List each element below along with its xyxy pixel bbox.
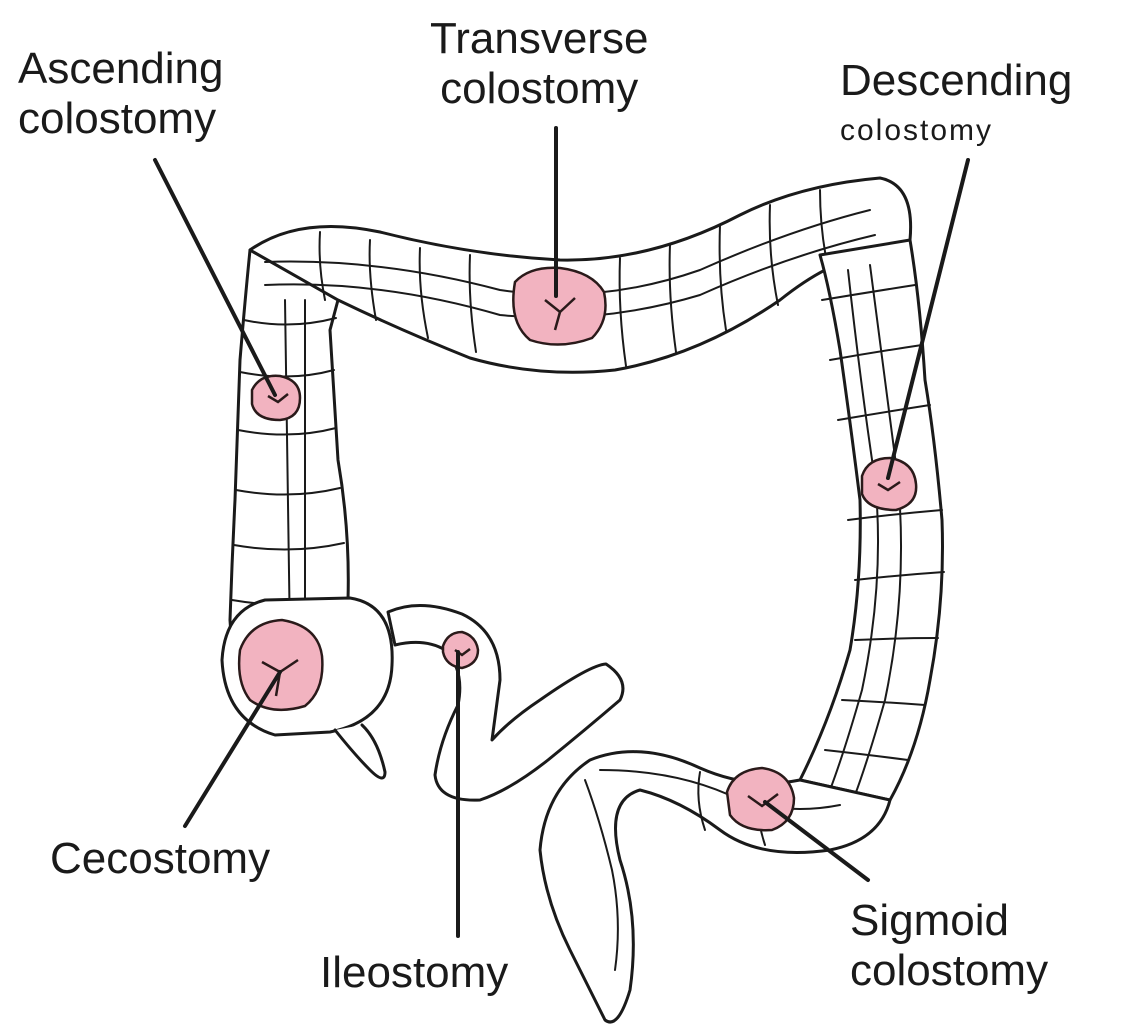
label-transverse-line1: Transverse bbox=[430, 14, 648, 64]
label-ascending-line2: colostomy bbox=[18, 94, 223, 144]
sigmoid-stoma bbox=[727, 768, 794, 830]
ascending-colon bbox=[230, 250, 348, 650]
ascending-stoma bbox=[252, 376, 300, 420]
label-descending-line1: Descending bbox=[840, 56, 1072, 106]
label-sigmoid-colostomy: Sigmoid colostomy bbox=[850, 896, 1048, 996]
label-ascending-line1: Ascending bbox=[18, 44, 223, 94]
sigmoid-colon bbox=[540, 752, 890, 1022]
label-cecostomy: Cecostomy bbox=[50, 834, 270, 884]
descending-colon bbox=[800, 240, 944, 800]
label-ileostomy: Ileostomy bbox=[320, 948, 508, 998]
label-transverse-colostomy: Transverse colostomy bbox=[430, 14, 648, 114]
cecum-stoma bbox=[239, 620, 322, 710]
transverse-stoma bbox=[513, 268, 605, 345]
label-descending-line2: colostomy bbox=[840, 106, 1072, 156]
ileum-stoma bbox=[443, 632, 478, 668]
label-transverse-line2: colostomy bbox=[430, 64, 648, 114]
label-descending-colostomy: Descending colostomy bbox=[840, 56, 1072, 156]
label-ascending-colostomy: Ascending colostomy bbox=[18, 44, 223, 144]
label-sigmoid-line1: Sigmoid bbox=[850, 896, 1048, 946]
label-sigmoid-line2: colostomy bbox=[850, 946, 1048, 996]
